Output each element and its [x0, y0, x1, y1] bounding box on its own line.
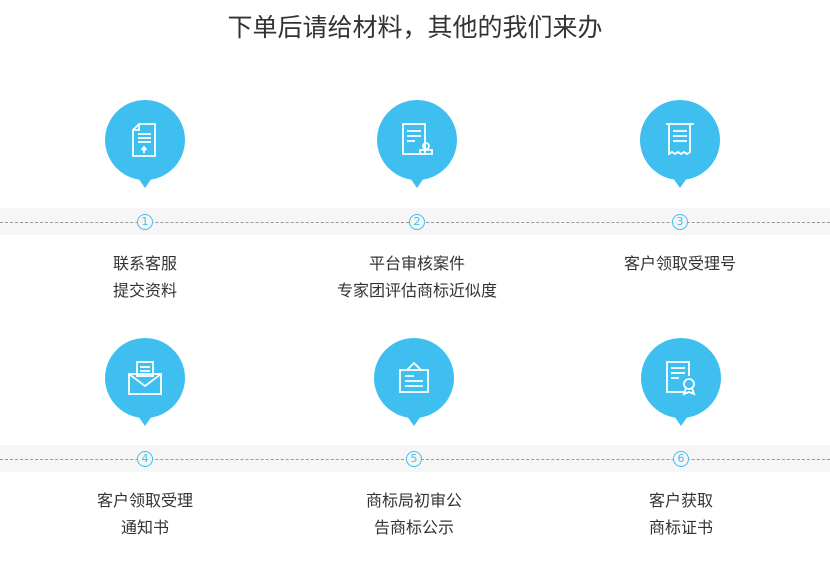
step-number: 4 — [137, 451, 153, 467]
document-stamp-icon — [377, 100, 457, 188]
envelope-icon — [105, 338, 185, 426]
step-label: 商标局初审公告商标公示 — [365, 491, 462, 537]
step-number: 2 — [409, 214, 425, 230]
step-label: 平台审核案件专家团评估商标近似度 — [336, 254, 497, 300]
page-title: 下单后请给材料，其他的我们来办 — [227, 13, 603, 42]
step-label: 联系客服提交资料 — [112, 254, 177, 300]
step-label: 客户领取受理号 — [623, 254, 736, 273]
step-number: 6 — [673, 451, 689, 467]
step-label: 客户领取受理通知书 — [96, 491, 193, 537]
notice-board-icon — [374, 338, 454, 426]
step-number: 5 — [406, 451, 422, 467]
step-label: 客户获取商标证书 — [648, 491, 713, 537]
document-upload-icon — [105, 100, 185, 188]
step-number: 1 — [137, 214, 153, 230]
certificate-icon — [641, 338, 721, 426]
receipt-icon — [640, 100, 720, 188]
step-number: 3 — [672, 214, 688, 230]
